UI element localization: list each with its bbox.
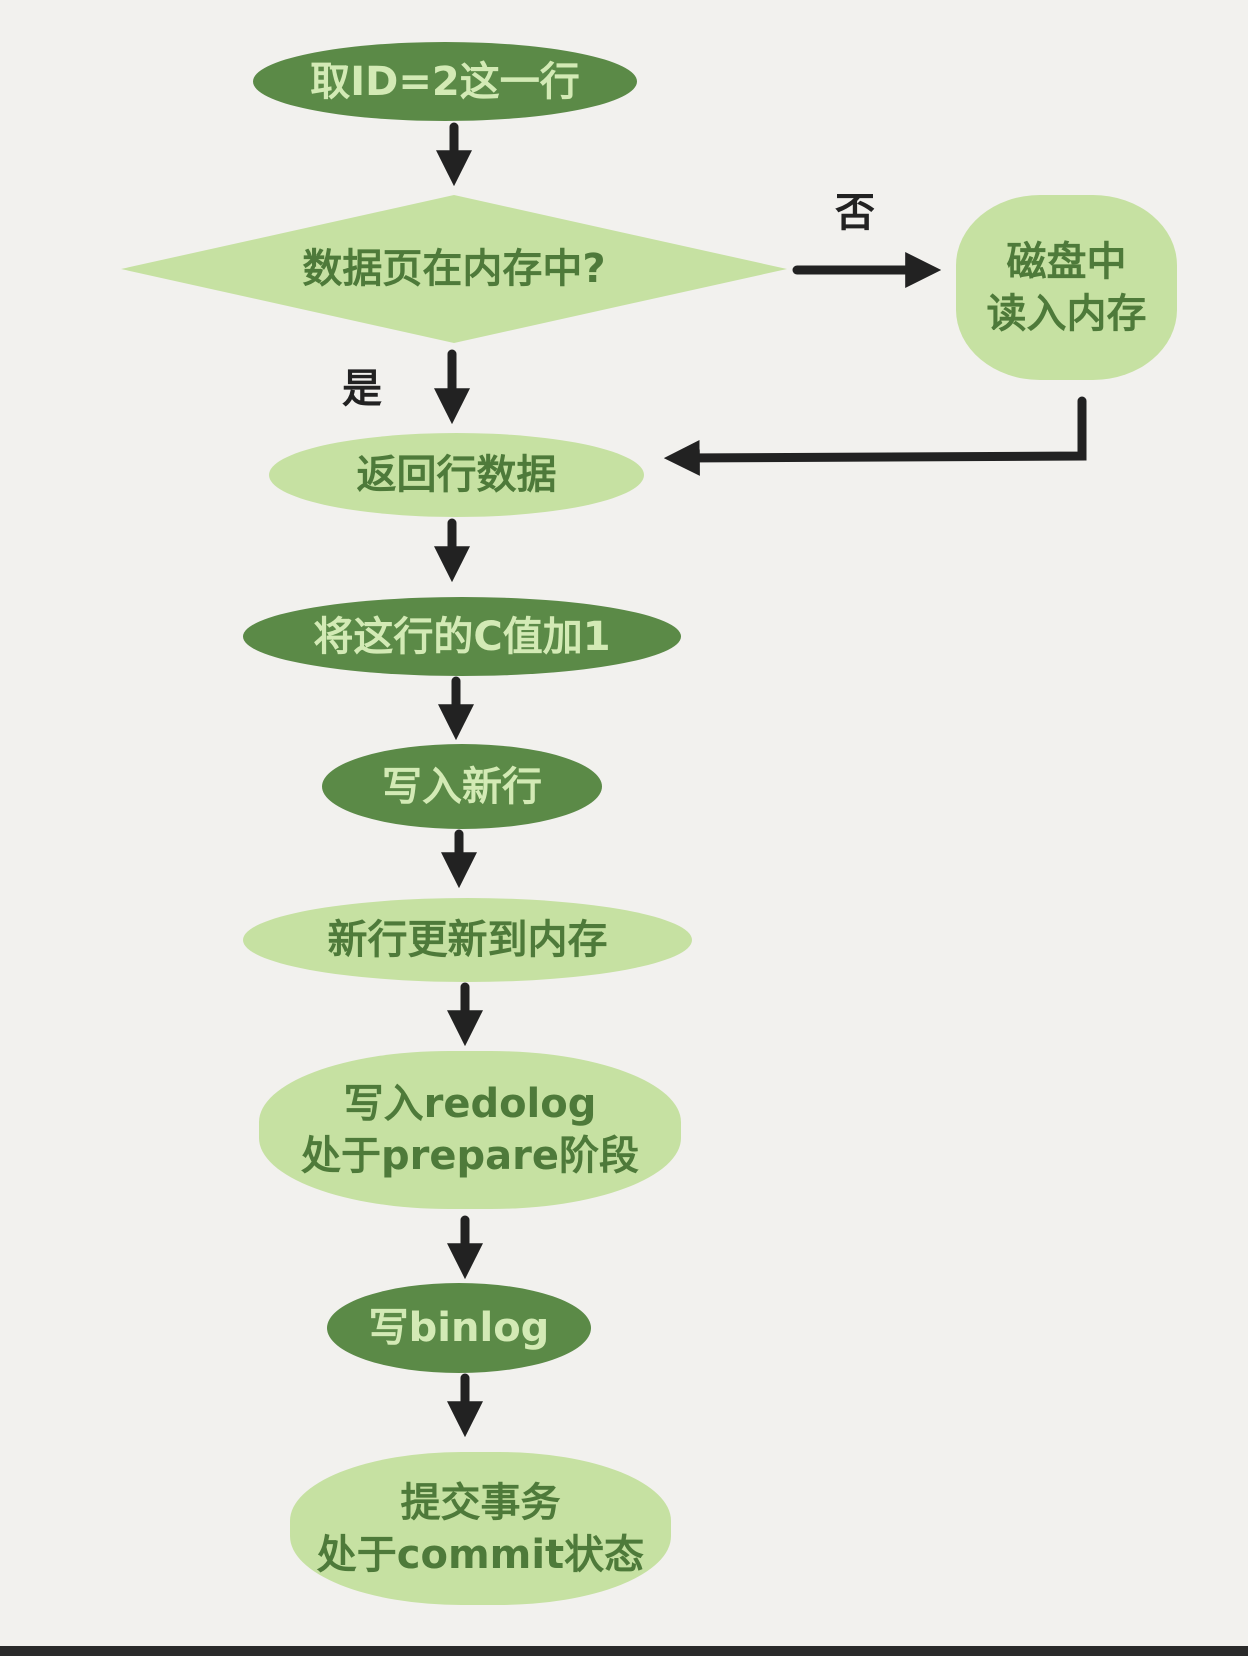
node-text: 新行更新到内存 [327, 917, 608, 963]
node-return-row: 返回行数据 [269, 433, 644, 517]
node-text: 处于commit状态 [316, 1531, 645, 1578]
node-write-row: 写入新行 [322, 744, 602, 829]
label-yes: 是 [342, 366, 382, 412]
node-binlog: 写binlog [327, 1283, 591, 1373]
arrow-disk-to-return [663, 396, 1087, 476]
node-text: 写入新行 [382, 763, 542, 810]
node-text: 写入redolog [343, 1081, 597, 1127]
node-text: 处于prepare阶段 [301, 1133, 639, 1179]
node-disk-read: 磁盘中 读入内存 [956, 195, 1177, 380]
node-update-memory: 新行更新到内存 [243, 898, 692, 982]
node-text: 将这行的C值加1 [313, 613, 611, 660]
node-text: 读入内存 [986, 290, 1147, 337]
node-text: 写binlog [368, 1305, 550, 1351]
node-decision: 数据页在内存中? [121, 195, 787, 343]
node-fetch-row: 取ID=2这一行 [253, 42, 637, 121]
decision-diamond [121, 195, 787, 343]
node-redolog: 写入redolog 处于prepare阶段 [259, 1051, 681, 1209]
node-commit: 提交事务 处于commit状态 [290, 1452, 671, 1605]
label-no: 否 [835, 190, 875, 236]
node-increment: 将这行的C值加1 [243, 597, 681, 676]
node-text: 数据页在内存中? [302, 246, 606, 292]
bottom-bar [0, 1646, 1248, 1656]
node-text: 返回行数据 [356, 452, 557, 498]
node-text: 提交事务 [400, 1479, 561, 1526]
node-text: 取ID=2这一行 [310, 58, 580, 105]
node-text: 磁盘中 [1006, 238, 1127, 285]
